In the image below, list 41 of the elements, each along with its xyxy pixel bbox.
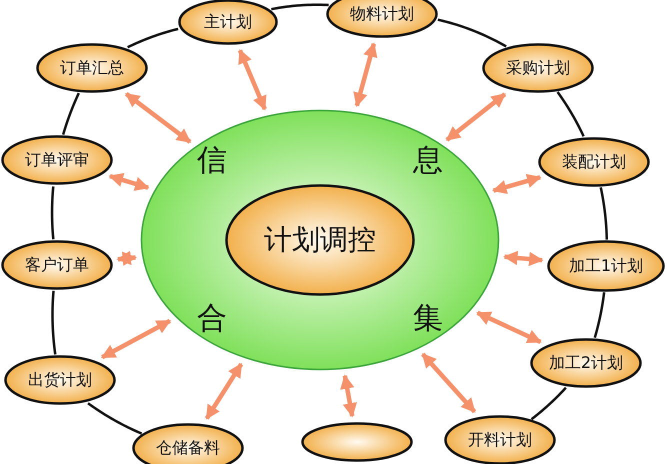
double-arrow [446,92,506,142]
node-label: 物料计划 [350,6,414,22]
double-arrow [124,92,192,144]
connector-line [51,290,56,355]
double-arrow [421,352,476,414]
node-label: 订单汇总 [60,60,124,76]
connector-line [594,292,606,338]
node-label: 客户订单 [25,257,89,273]
node-label: 仓储备料 [156,440,220,456]
node-label: 主计划 [204,14,252,30]
node-label: 订单评审 [25,152,89,168]
double-arrow [204,362,244,420]
connector-line [50,186,55,240]
connector-line [127,28,178,48]
double-arrow [503,250,544,266]
node-label: 装配计划 [562,154,626,170]
connector-line [87,402,142,435]
node-label: 加工2计划 [548,355,624,371]
double-arrow [340,374,357,418]
node-label: 出货计划 [28,372,92,388]
connector-line [438,18,507,48]
connector-line [62,92,80,135]
double-arrow [100,318,172,360]
double-arrow [238,49,267,110]
double-arrow [108,173,150,191]
node-label: 加工1计划 [568,258,644,274]
node-label: 计划调控 [264,226,376,254]
connector-line [530,386,567,420]
connector-line [271,4,329,10]
ellipse-character: 信 [197,146,227,176]
double-arrow [492,174,542,194]
double-arrow [353,42,378,108]
connector-line [556,91,585,137]
ellipse-character: 合 [197,304,227,334]
node-label: 开料计划 [468,432,532,448]
double-arrow [116,250,137,266]
connector-line [600,187,608,240]
node-label: 采购计划 [506,60,570,76]
ellipse-character: 息 [413,146,443,176]
ellipse-character: 集 [413,304,443,334]
double-arrow [476,310,542,344]
